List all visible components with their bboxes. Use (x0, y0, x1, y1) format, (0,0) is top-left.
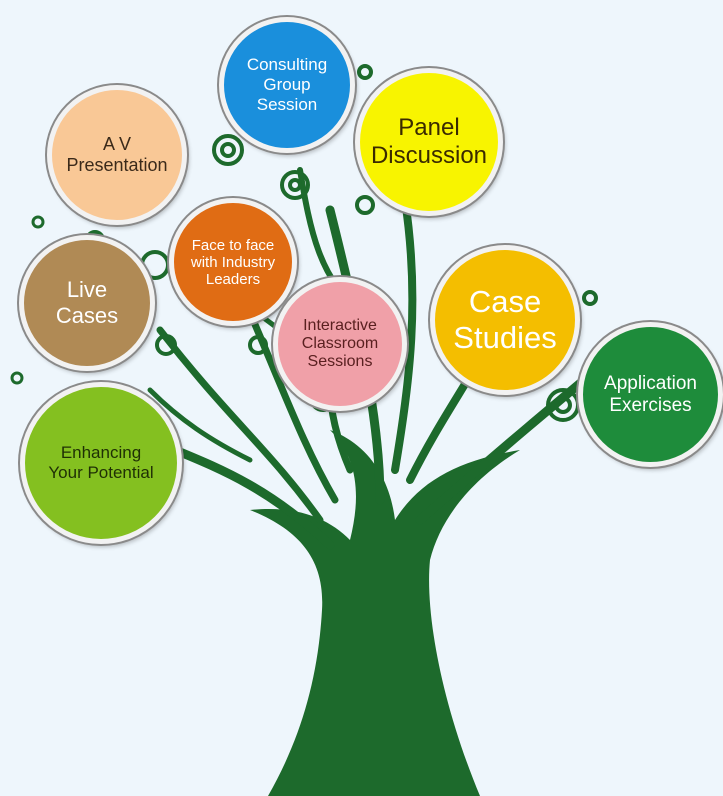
bubble-interactive-classroom: Interactive Classroom Sessions (273, 277, 407, 411)
bubble-av-presentation: A V Presentation (47, 85, 187, 225)
bubble-face-to-face: Face to face with Industry Leaders (169, 198, 297, 326)
branch (156, 326, 324, 524)
bubble-application-exercises: Application Exercises (578, 322, 723, 467)
curl (355, 195, 375, 215)
bubble-label: Enhancing Your Potential (48, 443, 154, 482)
curl (357, 64, 373, 80)
bubble-panel-discussion: Panel Discussion (355, 68, 503, 216)
curl (212, 134, 244, 166)
curl (10, 371, 24, 385)
curl (288, 178, 302, 192)
bubble-label: Case Studies (453, 284, 557, 355)
curl (554, 396, 572, 414)
bubble-label: Consulting Group Session (246, 55, 328, 114)
bubble-label: Panel Discussion (370, 114, 488, 169)
branch (391, 196, 417, 474)
bubble-consulting-group-session: Consulting Group Session (219, 17, 355, 153)
bubble-label: Face to face with Industry Leaders (190, 236, 276, 288)
bubble-enhancing-potential: Enhancing Your Potential (20, 382, 182, 544)
bubble-case-studies: Case Studies (430, 245, 580, 395)
bubble-label: Interactive Classroom Sessions (301, 317, 379, 370)
bubble-label: A V Presentation (66, 134, 168, 175)
bubble-label: Application Exercises (604, 372, 697, 416)
curl (248, 335, 268, 355)
curl (280, 170, 310, 200)
curl (155, 334, 177, 356)
curl (220, 142, 236, 158)
curl (31, 215, 45, 229)
bubble-live-cases: Live Cases (19, 235, 155, 371)
bubble-label: Live Cases (55, 277, 119, 328)
curl (582, 290, 598, 306)
branch (147, 387, 253, 463)
